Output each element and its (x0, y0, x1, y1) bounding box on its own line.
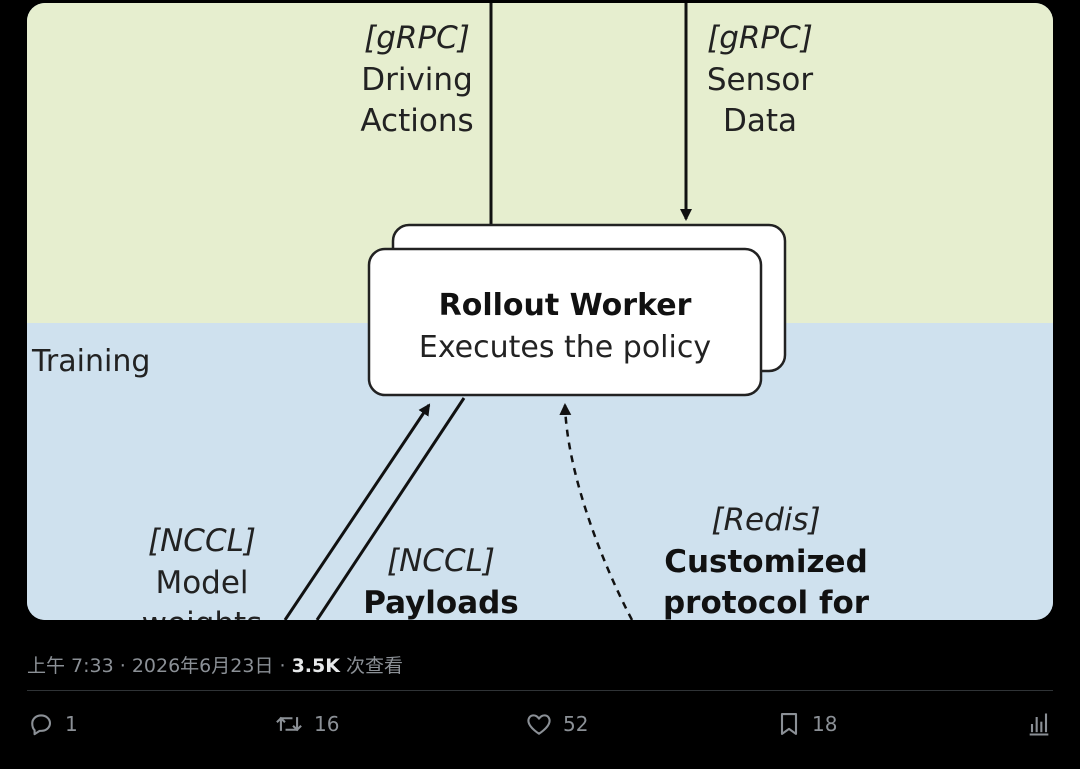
bookmark-icon (780, 713, 798, 735)
bottom-left-label-line3: weights (142, 606, 263, 620)
diagram-image[interactable]: [gRPC] Driving Actions [gRPC] Sensor Dat… (27, 3, 1053, 620)
bookmark-count: 18 (812, 712, 838, 736)
heart-icon (527, 714, 551, 735)
top-right-label-line1: [gRPC] (707, 20, 813, 56)
bottom-left-label-line2: Model (155, 565, 248, 601)
post-metadata: 上午 7:33 · 2026年6月23日 · 3.5K 次查看 (27, 651, 403, 678)
bottom-left-label-line1: [NCCL] (148, 523, 256, 559)
reply-icon (31, 714, 52, 736)
repost-button[interactable]: 16 (274, 704, 339, 744)
bottom-mid-label-line2: Payloads (363, 585, 519, 620)
bottom-right-label-line3: protocol for (663, 585, 870, 620)
top-left-label-line3: Actions (360, 103, 473, 139)
reply-button[interactable]: 1 (27, 704, 78, 744)
post-timestamp[interactable]: 上午 7:33 · 2026年6月23日 · (27, 655, 292, 677)
redis-protocol-arrow (559, 403, 634, 620)
top-right-label-line3: Data (723, 103, 797, 139)
views-count: 3.5K (291, 655, 340, 677)
top-right-label-line2: Sensor (707, 62, 814, 98)
reply-count: 1 (65, 712, 78, 736)
payloads-line (315, 397, 466, 620)
architecture-diagram: [gRPC] Driving Actions [gRPC] Sensor Dat… (27, 3, 1053, 620)
divider (27, 690, 1053, 691)
bottom-right-label-line1: [Redis] (711, 502, 820, 538)
bottom-right-label-line2: Customized (664, 544, 868, 580)
analytics-button[interactable] (1026, 704, 1052, 744)
like-count: 52 (563, 712, 589, 736)
box-subtitle: Executes the policy (419, 330, 711, 365)
repost-icon (276, 716, 302, 732)
repost-count: 16 (314, 712, 340, 736)
training-zone-label: Training (31, 344, 150, 379)
bottom-mid-label-line1: [NCCL] (387, 543, 495, 579)
bookmark-button[interactable]: 18 (776, 704, 837, 744)
model-weights-arrow (283, 403, 431, 620)
views-label: 次查看 (339, 655, 403, 677)
top-left-label-line1: [gRPC] (364, 20, 470, 56)
top-left-label-line2: Driving (361, 62, 473, 98)
like-button[interactable]: 52 (525, 704, 588, 744)
bar-chart-icon (1029, 713, 1049, 736)
rollout-worker-box (367, 247, 763, 397)
box-title: Rollout Worker (439, 288, 692, 323)
